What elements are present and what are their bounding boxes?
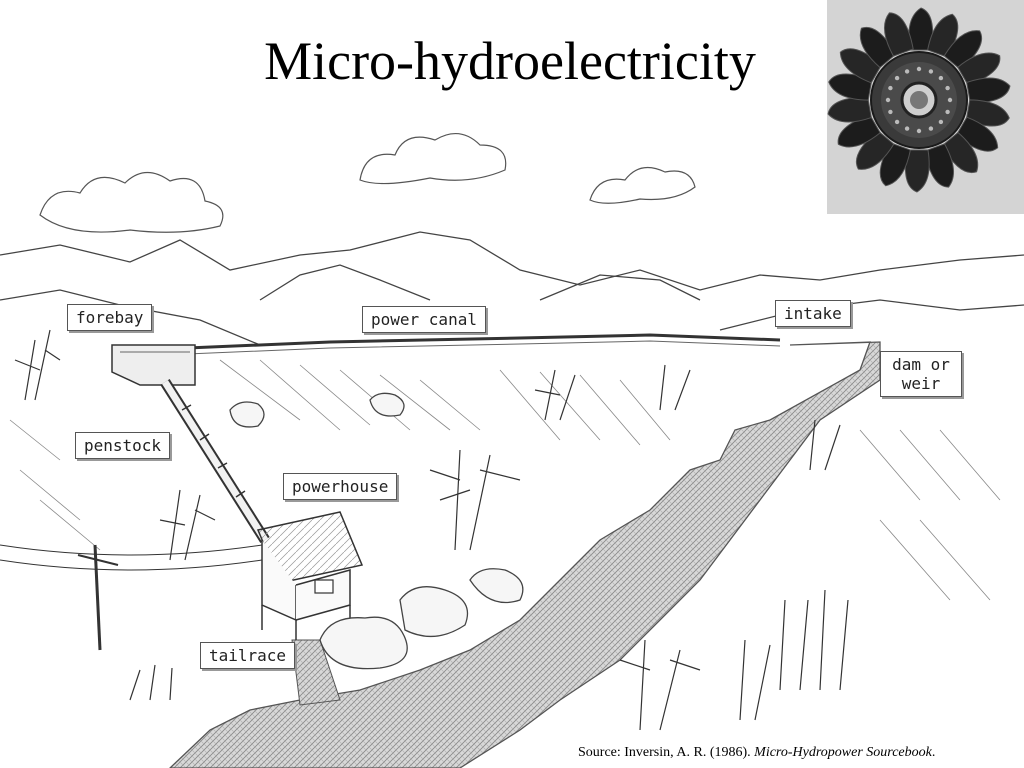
turbine-bolt: [928, 126, 934, 131]
pelton-turbine-icon: [827, 0, 1024, 214]
turbine-bucket: [884, 12, 914, 57]
label-penstock: penstock: [75, 432, 171, 460]
source-citation: Source: Inversin, A. R. (1986). Micro-Hy…: [578, 745, 935, 761]
turbine-bolt: [894, 119, 900, 125]
mountains: [0, 231, 1024, 346]
slide-title: Micro-hydroelectricity: [264, 31, 756, 91]
turbine-bolt: [888, 85, 893, 91]
turbine-bolt: [885, 97, 891, 103]
turbine-bolt: [916, 66, 922, 72]
boulders: [229, 392, 524, 670]
label-tailrace: tailrace: [200, 642, 296, 670]
turbine-bolt: [928, 69, 934, 74]
tailrace-channel: [291, 639, 341, 706]
vegetation: [14, 329, 849, 731]
label-powerhouse: powerhouse: [283, 473, 398, 501]
label-dam-or-weir: dam or weir: [880, 351, 962, 398]
turbine-bolt: [938, 119, 944, 125]
turbine-bolt: [888, 109, 893, 115]
label-intake: intake: [775, 300, 851, 328]
powerhouse-building: [256, 511, 364, 640]
turbine-bolt: [904, 69, 910, 74]
label-forebay: forebay: [67, 304, 153, 332]
turbine-bolt: [904, 126, 910, 131]
label-power-canal: power canal: [362, 306, 486, 334]
power-canal-line: [139, 333, 781, 352]
turbine-bolt: [945, 85, 950, 91]
source-suffix: .: [931, 745, 936, 760]
penstock-pipe: [160, 379, 270, 543]
turbine-bolt: [945, 109, 950, 115]
turbine-bolt: [916, 128, 922, 134]
source-prefix: Source: Inversin, A. R. (1986).: [578, 745, 755, 760]
forebay-tank: [111, 344, 196, 386]
turbine-bolt: [947, 97, 953, 103]
clouds: [39, 133, 696, 233]
power-lines: [0, 544, 263, 651]
source-book-title: Micro-Hydropower Sourcebook: [754, 745, 932, 760]
turbine-bolt: [894, 75, 900, 81]
river: [169, 341, 881, 768]
turbine-bolt: [938, 75, 944, 81]
